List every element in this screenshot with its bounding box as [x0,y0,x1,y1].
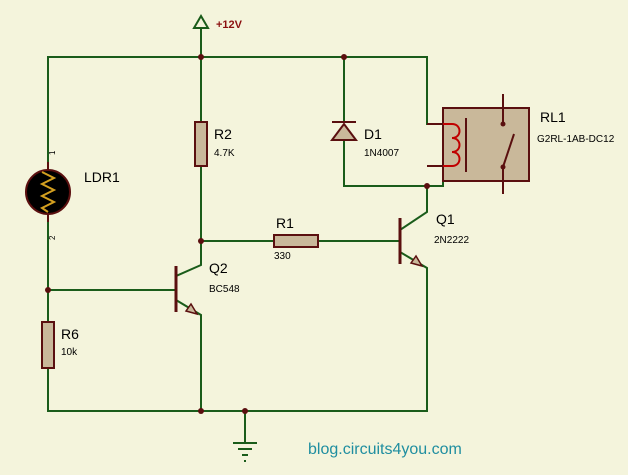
relay-contact-icon [500,164,506,170]
rl1-value-label: G2RL-1AB-DC12 [537,134,615,145]
q1-emitter-arrow-icon [409,254,424,268]
relay-contact-icon [500,121,506,127]
wire-q2-emitter [174,298,202,412]
d1-value-label: 1N4007 [364,148,399,159]
resistor-r6-body-icon [41,321,55,369]
relay-coil-icon [443,123,461,167]
relay-body-icon [442,107,530,182]
resistor-r6: R6 10k [41,321,79,369]
power-arrow-icon [192,14,210,29]
ldr-pin1-label: 1 [48,150,57,155]
transistor-q1: Q1 2N2222 [398,211,469,268]
ground-symbol-icon [233,442,257,462]
wire-q1-collector [398,185,428,232]
power-label: +12V [216,19,243,31]
junction-dot [198,54,204,60]
q1-value-label: 2N2222 [434,235,469,246]
r6-value-label: 10k [61,347,78,358]
r6-ref-label: R6 [61,326,79,342]
ldr1: 1 2 LDR1 [25,150,120,240]
q2-ref-label: Q2 [209,260,228,276]
q2-value-label: BC548 [209,284,240,295]
wire-q2-collector [174,240,202,278]
junction-dot [341,54,347,60]
ldr-ref-label: LDR1 [84,169,120,185]
power-terminal: +12V [192,14,243,31]
wire-left-bottom [47,367,428,412]
diode-triangle-icon [330,122,358,141]
junctions [45,54,430,414]
diode-d1: D1 1N4007 [330,121,399,159]
transistor-q2: Q2 BC548 [174,260,240,316]
r2-value-label: 4.7K [214,148,235,159]
junction-dot [242,408,248,414]
watermark-text: blog.circuits4you.com [308,441,462,458]
q1-ref-label: Q1 [436,211,455,227]
r1-value-label: 330 [274,251,291,262]
resistor-r1-body-icon [273,234,319,248]
q2-emitter-arrow-icon [184,302,199,316]
junction-dot [198,408,204,414]
ldr-zigzag-icon [39,171,57,213]
resistor-r2-body-icon [194,121,208,167]
ldr-pin2-label: 2 [48,235,57,240]
wires [47,27,444,444]
resistor-r2: R2 4.7K [194,121,235,167]
junction-dot [45,287,51,293]
d1-ref-label: D1 [364,126,382,142]
r2-ref-label: R2 [214,126,232,142]
junction-dot [198,238,204,244]
wire-q1-emitter [398,250,428,412]
relay-rl1: RL1 G2RL-1AB-DC12 [427,94,615,194]
rl1-ref-label: RL1 [540,109,566,125]
relay-switch-arm-icon [502,133,515,168]
wire-top-rail [47,56,444,125]
r1-ref-label: R1 [276,215,294,231]
junction-dot [424,183,430,189]
resistor-r1: R1 330 [273,215,319,262]
